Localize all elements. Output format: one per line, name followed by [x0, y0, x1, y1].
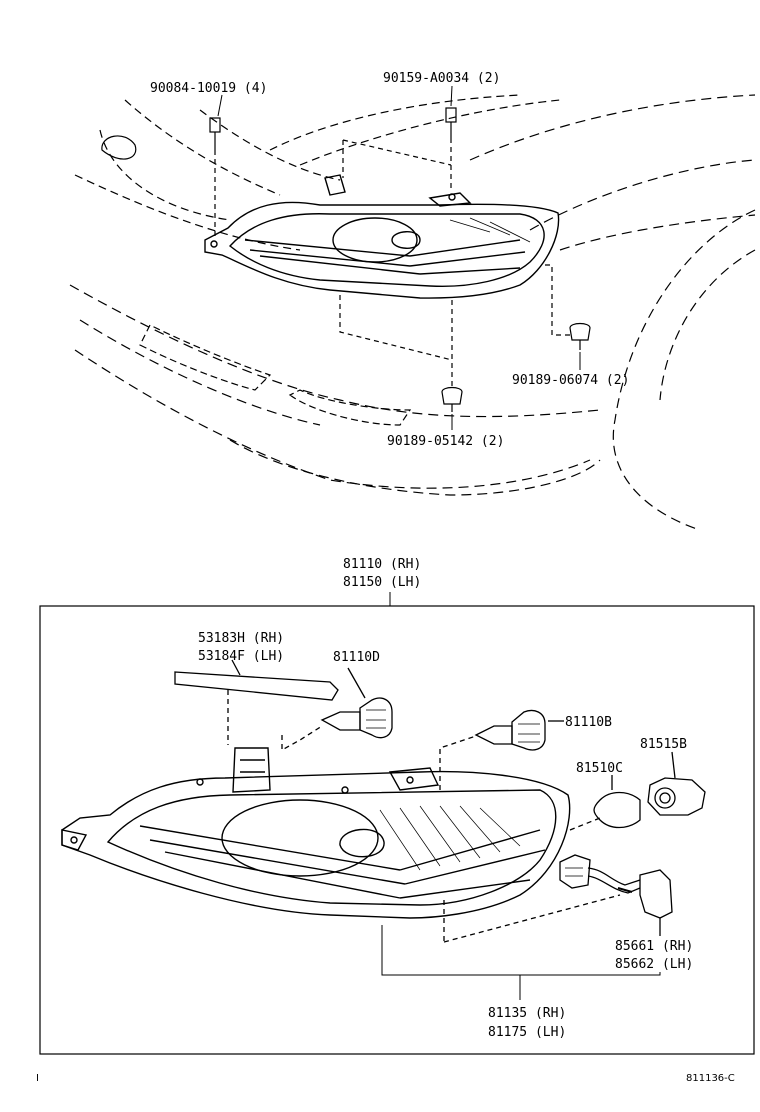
label-lens-lh: 81175 (LH) [488, 1025, 566, 1040]
wheel-arch [612, 209, 756, 531]
label-socket-b: 81515B [640, 737, 687, 752]
label-lens-rh: 81135 (RH) [488, 1006, 566, 1021]
label-clip-right: 90189-06074 (2) [512, 373, 629, 388]
label-assembly-lh: 81150 (LH) [343, 575, 421, 590]
label-socket-lh: 85662 (LH) [615, 957, 693, 972]
label-bulb-c: 81510C [576, 761, 623, 776]
clip-bottom [339, 295, 463, 412]
page-mark: I [36, 1073, 39, 1084]
socket-81515b [647, 751, 706, 816]
fender-outline [469, 94, 756, 161]
label-bulb-b: 81110B [565, 715, 612, 730]
hood-outline [74, 174, 301, 251]
bumper-outline [69, 284, 601, 418]
hood-emblem [101, 135, 137, 160]
label-cover-rh: 53183H (RH) [198, 631, 284, 646]
figure-reference: 811136-C [686, 1073, 735, 1084]
label-clip-bottom: 90189-05142 (2) [387, 434, 504, 449]
wiring-socket [443, 854, 673, 943]
upper-leader-lines [217, 85, 581, 430]
bulb-81510c [569, 775, 641, 831]
label-socket-rh: 85661 (RH) [615, 939, 693, 954]
assembly-frame [39, 605, 755, 1055]
bolt-upper-right [445, 107, 457, 192]
grille-slot [139, 324, 272, 391]
bulb-81110b [439, 709, 564, 790]
label-cover-lh: 53184F (LH) [198, 649, 284, 664]
label-bolt-top-left: 90084-10019 (4) [150, 81, 267, 96]
label-bulb-d: 81110D [333, 650, 380, 665]
exploded-headlamp [61, 747, 571, 919]
vehicle-front-view [69, 94, 756, 531]
label-assembly-rh: 81110 (RH) [343, 557, 421, 572]
installed-headlamp [204, 174, 560, 299]
bulb-81110d [281, 667, 393, 752]
bolt-upper-left [209, 117, 221, 238]
cover-strip [174, 659, 339, 745]
label-bolt-top-right: 90159-A0034 (2) [383, 71, 500, 86]
clip-right [545, 264, 591, 350]
lens-leader [381, 925, 661, 976]
